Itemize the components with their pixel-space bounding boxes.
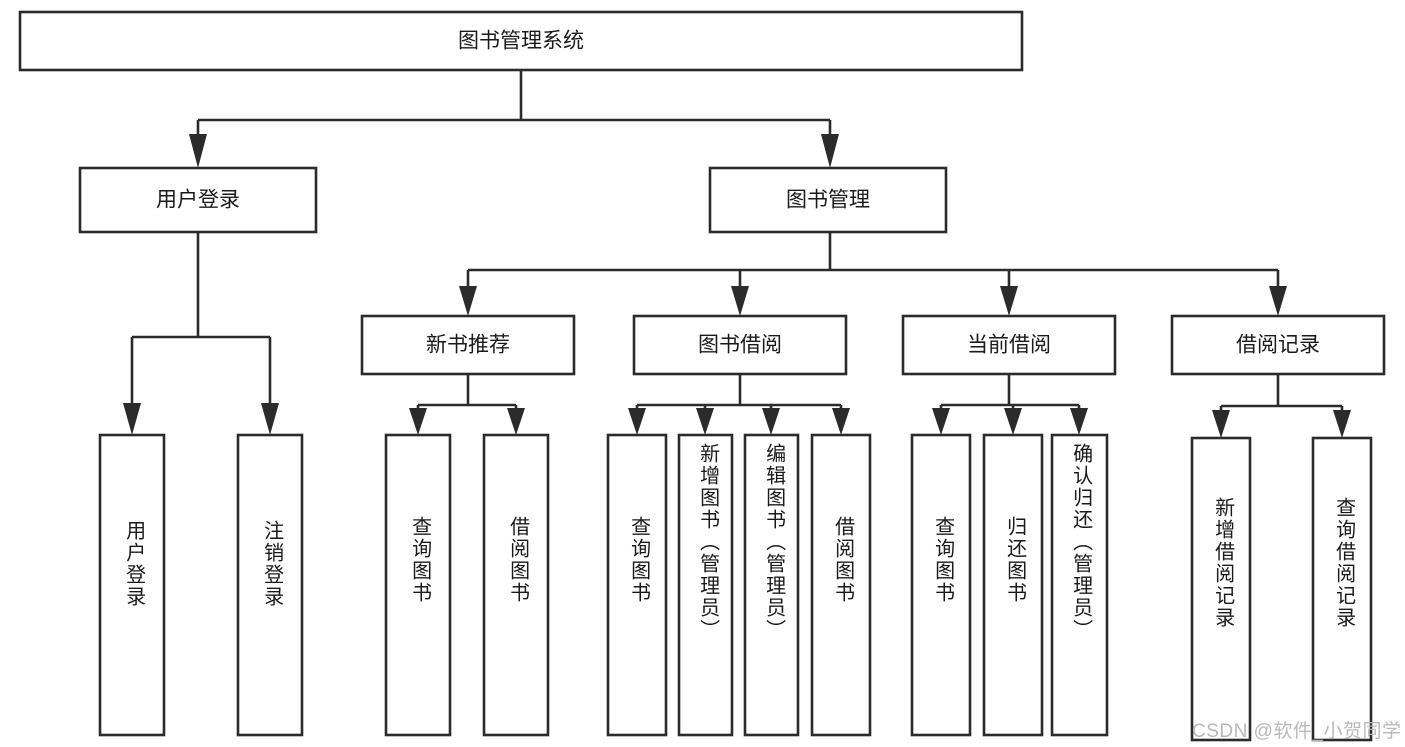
node-label-current-borrow: 当前借阅 (967, 334, 1051, 357)
arrow-head-book-borrow (731, 286, 749, 316)
arrow-head-new-book-recommend (459, 286, 477, 316)
node-label-root: 图书管理系统 (458, 30, 584, 53)
arrow-head-leaf-query-book-recommend (409, 408, 427, 435)
node-box-leaf-confirm-return-admin[interactable] (1050, 433, 1109, 737)
node-label-book-borrow: 图书借阅 (698, 334, 782, 357)
connector-group-user-login (123, 232, 279, 435)
node-box-leaf-edit-book-admin[interactable] (743, 433, 800, 737)
arrow-head-leaf-add-book-admin (696, 408, 714, 435)
arrow-head-borrow-record (1269, 286, 1287, 316)
node-box-new-book-recommend[interactable] (360, 314, 576, 376)
arrow-head-user-login (189, 134, 207, 168)
node-box-root[interactable] (18, 10, 1024, 72)
arrow-head-leaf-return-book (1004, 408, 1022, 435)
node-box-borrow-record[interactable] (1170, 314, 1386, 376)
connector-group-new-book-recommend (409, 374, 525, 435)
node-box-leaf-borrow-book[interactable] (810, 433, 872, 737)
connector-group-current-borrow (932, 374, 1088, 435)
connector-group-borrow-record (1212, 374, 1351, 438)
node-box-leaf-query-book-borrow[interactable] (606, 433, 668, 737)
arrow-head-leaf-borrow-book-recommend (507, 408, 525, 435)
node-box-leaf-user-login[interactable] (98, 433, 166, 737)
node-label-user-login: 用户登录 (156, 189, 240, 212)
arrow-head-leaf-confirm-return-admin (1070, 408, 1088, 435)
arrow-head-leaf-user-logout (261, 403, 279, 435)
node-box-current-borrow[interactable] (901, 314, 1117, 376)
node-box-leaf-add-book-admin[interactable] (677, 433, 734, 737)
arrow-head-leaf-query-book-current (932, 408, 950, 435)
arrow-head-leaf-borrow-book (832, 408, 850, 435)
arrow-head-leaf-query-book-borrow (628, 408, 646, 435)
node-box-leaf-query-book-recommend[interactable] (384, 433, 452, 737)
connector-group-book-manage (459, 232, 1287, 316)
node-box-leaf-add-borrow-record[interactable] (1190, 436, 1252, 742)
arrow-head-leaf-edit-book-admin (762, 408, 780, 435)
connector-group-root (189, 70, 839, 168)
node-box-leaf-query-book-current[interactable] (910, 433, 972, 737)
arrow-head-current-borrow (1000, 286, 1018, 316)
watermark-text: CSDN @软件_小贺同学 (1192, 721, 1402, 742)
connector-group-book-borrow (628, 374, 850, 435)
node-label-book-manage: 图书管理 (786, 189, 870, 212)
node-box-leaf-borrow-book-recommend[interactable] (482, 433, 550, 737)
arrow-head-leaf-user-login (123, 403, 141, 435)
node-box-leaf-user-logout[interactable] (236, 433, 304, 737)
node-label-new-book-recommend: 新书推荐 (426, 334, 510, 357)
arrow-head-leaf-add-borrow-record (1212, 410, 1230, 438)
node-box-user-login[interactable] (78, 166, 318, 234)
arrow-head-leaf-query-borrow-record (1333, 410, 1351, 438)
node-box-leaf-return-book[interactable] (982, 433, 1044, 737)
node-box-leaf-query-borrow-record[interactable] (1311, 436, 1373, 742)
arrow-head-book-manage (821, 134, 839, 168)
node-box-book-manage[interactable] (708, 166, 948, 234)
node-box-book-borrow[interactable] (632, 314, 848, 376)
node-label-borrow-record: 借阅记录 (1236, 334, 1320, 357)
